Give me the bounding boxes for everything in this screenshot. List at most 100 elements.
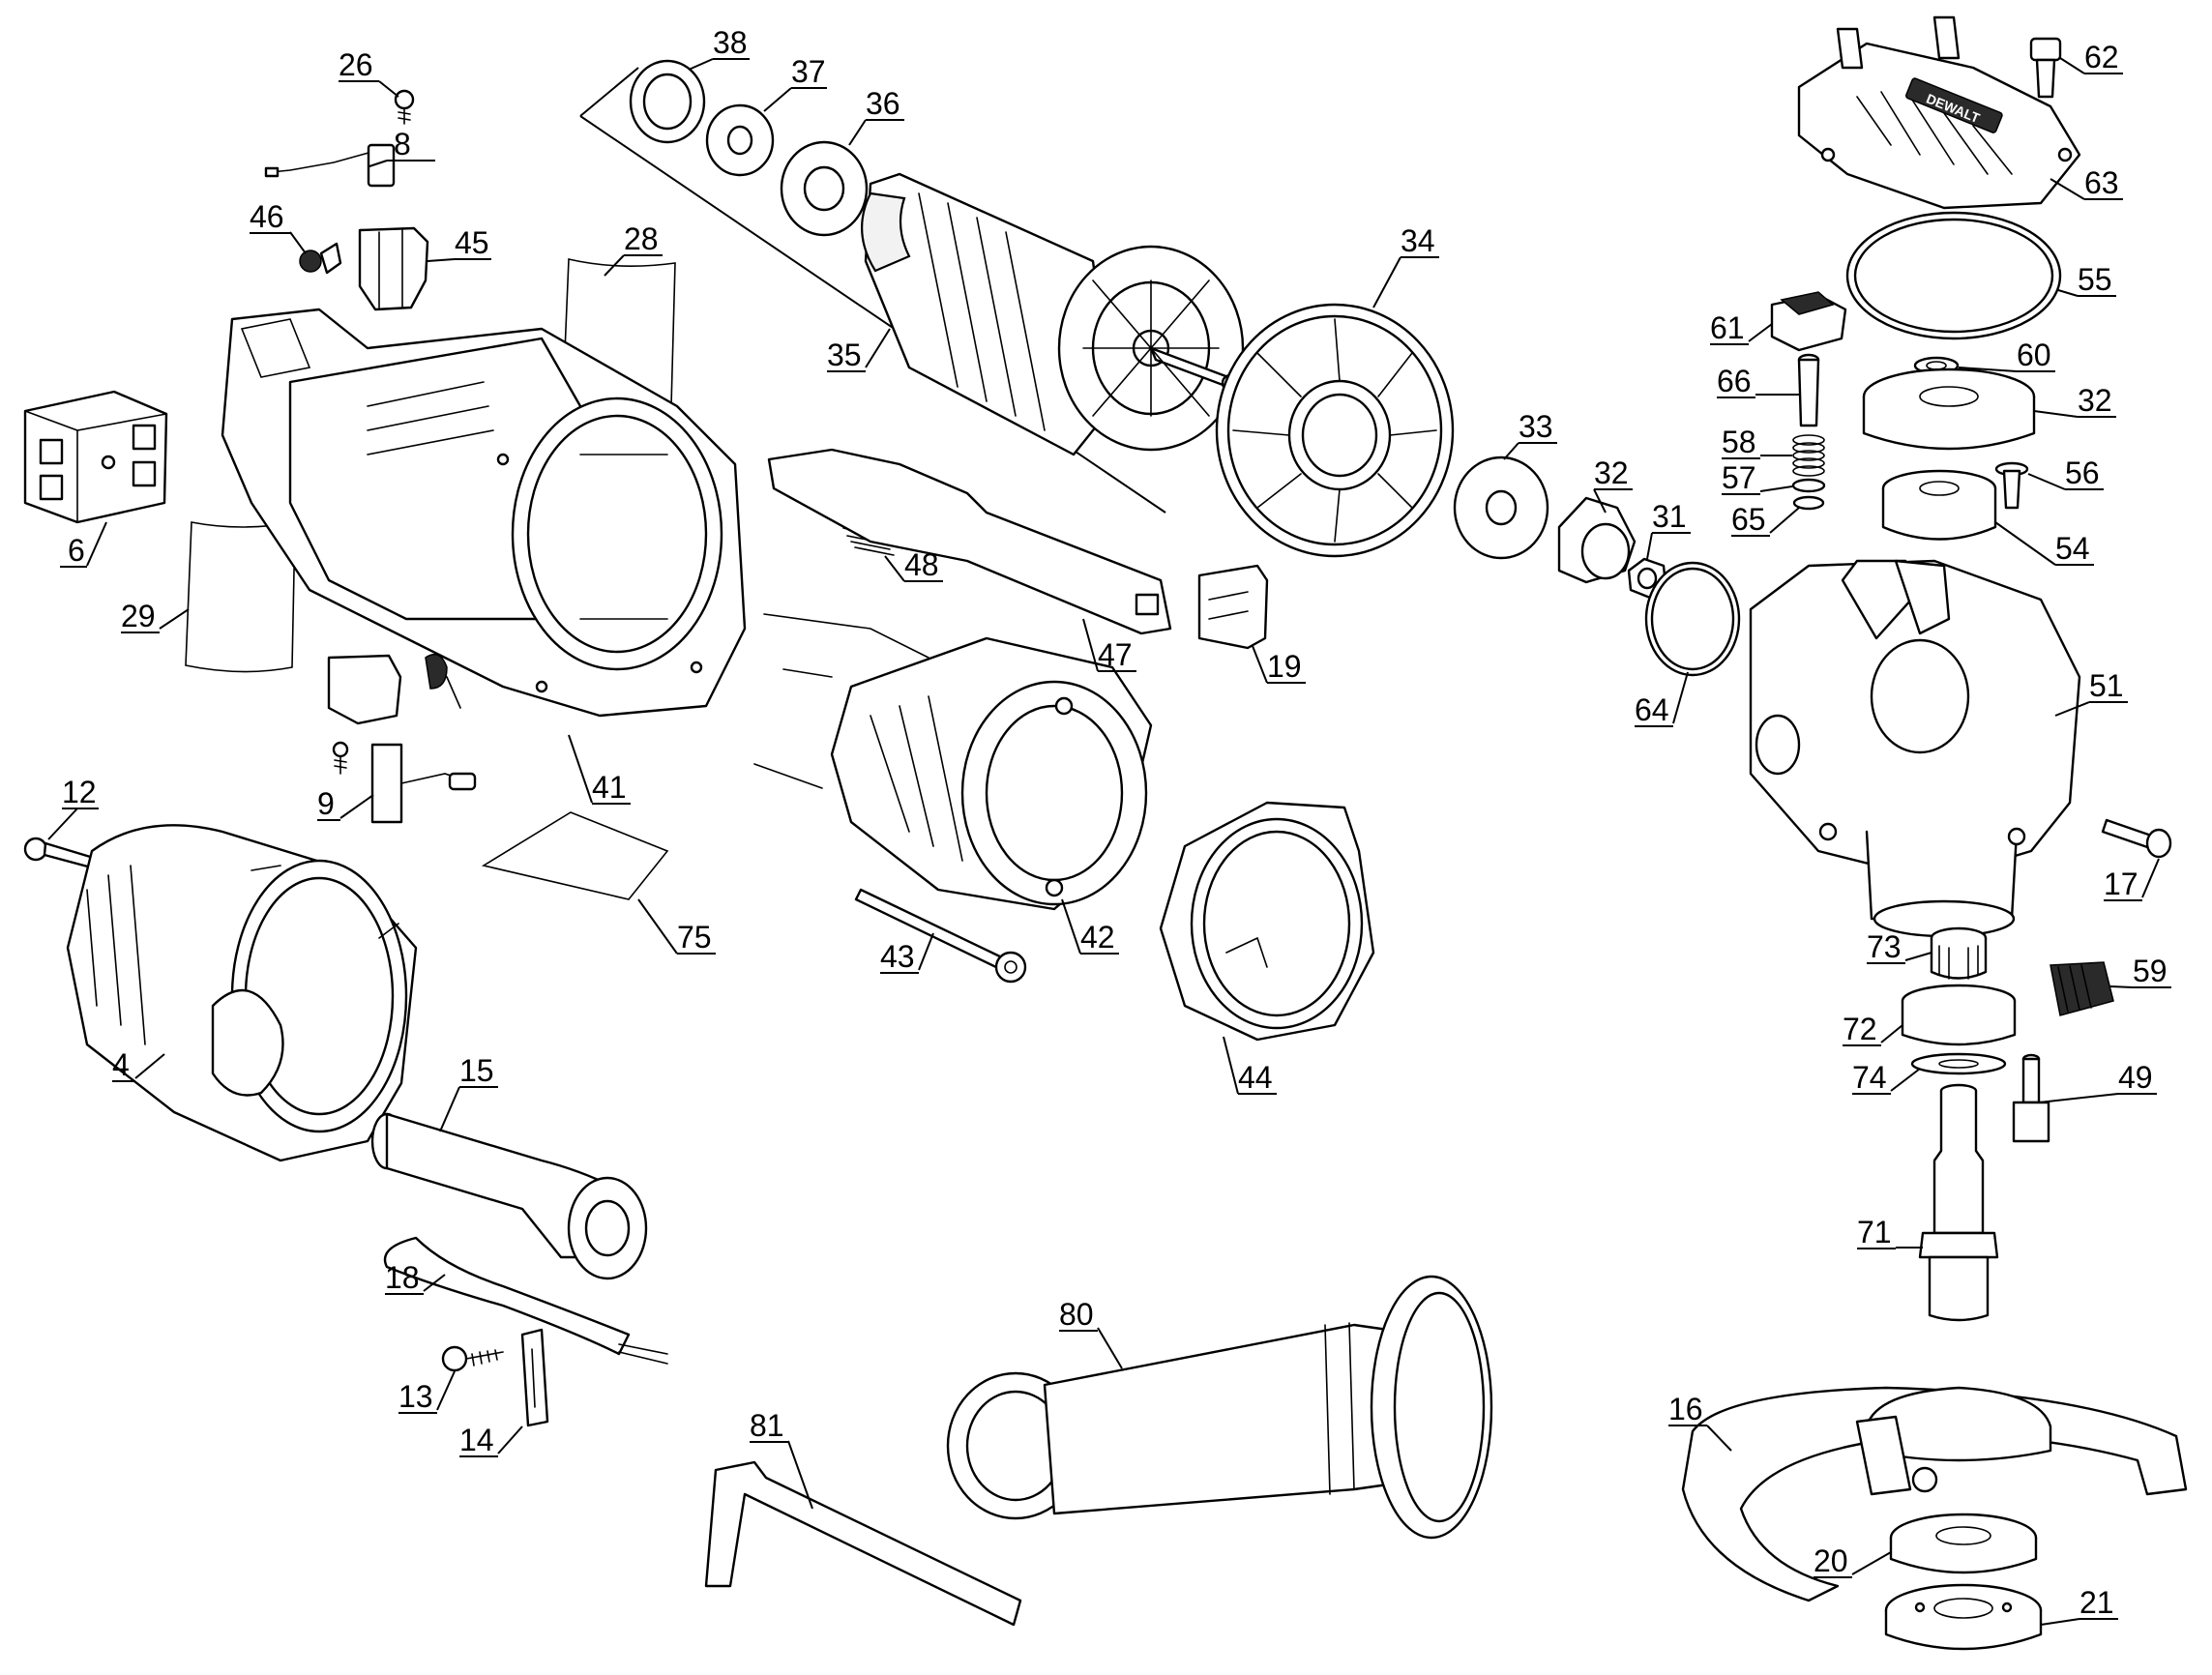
callout-label: 75 xyxy=(677,920,712,955)
callout-80: 80 xyxy=(1059,1297,1123,1369)
callout-label: 29 xyxy=(121,599,156,633)
callout-81: 81 xyxy=(750,1408,813,1510)
callout-label: 58 xyxy=(1722,425,1756,459)
part-34-baffle xyxy=(1215,303,1455,558)
part-56-pin xyxy=(1994,461,2029,510)
callout-12: 12 xyxy=(47,775,99,840)
part-59-key xyxy=(2050,961,2114,1016)
callout-label: 46 xyxy=(250,199,284,234)
callout-label: 72 xyxy=(1843,1012,1877,1046)
callout-61: 61 xyxy=(1710,310,1773,345)
callout-45: 45 xyxy=(427,225,491,262)
callout-19: 19 xyxy=(1252,645,1306,684)
part-64-o-ring xyxy=(1644,561,1741,677)
callout-8: 8 xyxy=(369,127,435,167)
callout-label: 49 xyxy=(2118,1060,2153,1095)
callout-15: 15 xyxy=(439,1053,498,1132)
callout-33: 33 xyxy=(1503,409,1557,460)
callout-label: 6 xyxy=(68,533,85,568)
callout-31: 31 xyxy=(1646,499,1691,560)
callout-label: 51 xyxy=(2089,668,2124,703)
callout-leader xyxy=(439,1086,460,1132)
callout-leader xyxy=(1904,952,1932,961)
callout-label: 59 xyxy=(2133,954,2168,988)
callout-label: 8 xyxy=(394,127,411,162)
part-74-washer xyxy=(1910,1052,2007,1075)
callout-leader xyxy=(1748,323,1773,342)
callout-leader xyxy=(2054,701,2090,717)
part-16-guard xyxy=(1681,1386,2188,1602)
callout-label: 73 xyxy=(1867,929,1902,964)
callout-leader xyxy=(1672,671,1689,724)
callout-60: 60 xyxy=(1958,338,2055,372)
callout-label: 15 xyxy=(459,1053,494,1088)
callout-leader xyxy=(1759,485,1793,492)
part-33-bearing xyxy=(1453,455,1549,560)
callout-label: 54 xyxy=(2055,531,2090,566)
callout-leader xyxy=(1372,256,1401,309)
part-72-bearing xyxy=(1901,984,2017,1046)
callout-label: 38 xyxy=(713,25,748,60)
part-51-gear-case xyxy=(1749,559,2081,938)
callout-leader xyxy=(848,119,867,146)
callout-62: 62 xyxy=(2059,40,2123,74)
callout-label: 35 xyxy=(827,338,862,372)
callout-label: 47 xyxy=(1098,637,1133,672)
callout-label: 13 xyxy=(398,1379,433,1414)
part-19-lock-button xyxy=(1197,564,1269,650)
part-45-brush-box xyxy=(358,226,429,311)
callout-32: 32 xyxy=(1593,455,1633,514)
callout-49: 49 xyxy=(2038,1060,2157,1103)
callout-leader xyxy=(1097,1327,1123,1369)
part-17-bolt xyxy=(2101,818,2172,859)
callout-label: 26 xyxy=(339,47,373,82)
callout-36: 36 xyxy=(848,86,904,146)
callout-65: 65 xyxy=(1731,502,1800,537)
callout-leader xyxy=(568,734,593,804)
callout-label: 65 xyxy=(1731,502,1766,537)
callout-leader xyxy=(763,87,792,112)
callout-32: 32 xyxy=(2033,383,2116,418)
callout-label: 48 xyxy=(904,547,939,582)
callout-leader xyxy=(1061,898,1081,955)
callout-label: 44 xyxy=(1238,1060,1273,1095)
callout-20: 20 xyxy=(1814,1543,1892,1578)
callout-leader xyxy=(1593,488,1607,514)
part-49-pin xyxy=(2012,1053,2050,1143)
callout-leader xyxy=(1503,442,1519,460)
part-80-side-handle xyxy=(946,1275,1493,1540)
part-44-seal xyxy=(1159,801,1375,1042)
callout-56: 56 xyxy=(2027,455,2104,490)
callout-44: 44 xyxy=(1223,1036,1277,1095)
callout-leader xyxy=(378,80,399,98)
callout-leader xyxy=(884,555,905,582)
part-6-switch xyxy=(23,390,168,524)
callout-leader xyxy=(134,1053,165,1079)
callout-leader xyxy=(1706,1425,1732,1452)
part-58-spring xyxy=(1792,434,1825,477)
callout-label: 80 xyxy=(1059,1297,1094,1332)
callout-label: 41 xyxy=(592,770,627,805)
callout-leader xyxy=(2109,985,2134,988)
part-32-bearing-right xyxy=(1862,367,2036,451)
callout-59: 59 xyxy=(2109,954,2171,988)
callout-label: 64 xyxy=(1635,692,1669,727)
part-75-label xyxy=(481,811,669,900)
callout-label: 62 xyxy=(2084,40,2119,74)
callout-leader xyxy=(688,58,714,71)
callout-37: 37 xyxy=(763,54,827,112)
callout-28: 28 xyxy=(604,221,663,277)
callout-55: 55 xyxy=(2057,262,2116,297)
callout-71: 71 xyxy=(1857,1215,1923,1249)
callout-label: 74 xyxy=(1852,1060,1887,1095)
callout-42: 42 xyxy=(1061,898,1119,955)
callout-18: 18 xyxy=(385,1260,446,1295)
part-66-pin xyxy=(1797,353,1820,427)
part-4-rear-cap xyxy=(66,824,418,1162)
part-15-cord-protector xyxy=(370,1112,648,1280)
callout-leader xyxy=(47,808,78,840)
part-57-washer xyxy=(1791,478,1826,493)
callout-leader xyxy=(159,608,190,630)
callout-14: 14 xyxy=(459,1423,523,1457)
